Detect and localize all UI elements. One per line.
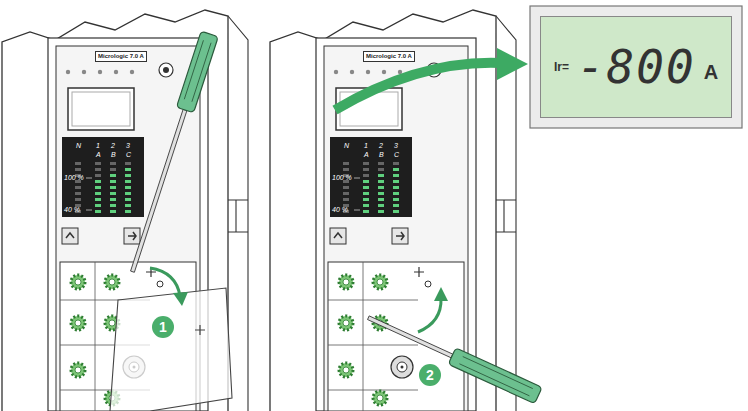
screwdriver <box>124 31 218 274</box>
screwdriver <box>365 310 543 404</box>
phase-label: 1 <box>364 142 368 150</box>
rotation-arrow <box>173 292 188 306</box>
phase-label: 3 <box>126 142 130 150</box>
phase-label: B <box>379 151 384 159</box>
trip-unit <box>2 10 248 411</box>
rotation-arrow <box>434 287 448 301</box>
callout-number: 1 <box>152 316 174 338</box>
scale-label: 40 % <box>64 206 80 214</box>
model-label-text: Micrologic 7.0 A <box>366 52 412 61</box>
model-label-text: Micrologic 7.0 A <box>98 52 144 61</box>
model-label: Micrologic 7.0 A <box>95 51 147 62</box>
scale-label: 100 % <box>332 174 352 182</box>
phase-label: N <box>76 142 81 150</box>
zoom-arrow <box>497 48 528 80</box>
screwdriver <box>448 348 542 404</box>
step-one <box>110 31 232 411</box>
phase-label: 1 <box>96 142 100 150</box>
screwdriver <box>176 31 218 113</box>
display-readout: Ir= -800 A <box>540 16 732 118</box>
phase-label: A <box>364 151 369 159</box>
model-label: Micrologic 7.0 A <box>363 51 415 62</box>
callout-number-text: 1 <box>152 316 174 338</box>
phase-label: 2 <box>111 142 115 150</box>
callout-number: 2 <box>419 364 441 386</box>
display-readout-text: A <box>704 61 718 84</box>
phase-label: B <box>111 151 116 159</box>
phase-label: C <box>126 151 131 159</box>
trip-unit <box>270 10 516 411</box>
rotation-arrow <box>150 268 180 296</box>
screwdriver <box>184 40 211 101</box>
callout-number-text: 2 <box>419 364 441 386</box>
phase-label: 2 <box>379 142 383 150</box>
display-readout-text: Ir= <box>554 60 569 74</box>
display-frame <box>530 6 742 128</box>
display-readout-text: -800 <box>577 40 696 94</box>
screwdriver <box>131 109 187 272</box>
opened-cover <box>195 325 205 335</box>
rotation-arrow <box>418 298 441 332</box>
scale-label: 100 % <box>64 174 84 182</box>
scale-label: 40 % <box>332 206 348 214</box>
phase-label: A <box>96 151 101 159</box>
zoom-arrow <box>335 63 500 110</box>
phase-label: C <box>394 151 399 159</box>
phase-label: 3 <box>394 142 398 150</box>
opened-cover <box>110 288 232 411</box>
screwdriver <box>368 316 453 358</box>
step-two <box>335 6 742 404</box>
screwdriver <box>459 357 532 396</box>
phase-label: N <box>344 142 349 150</box>
